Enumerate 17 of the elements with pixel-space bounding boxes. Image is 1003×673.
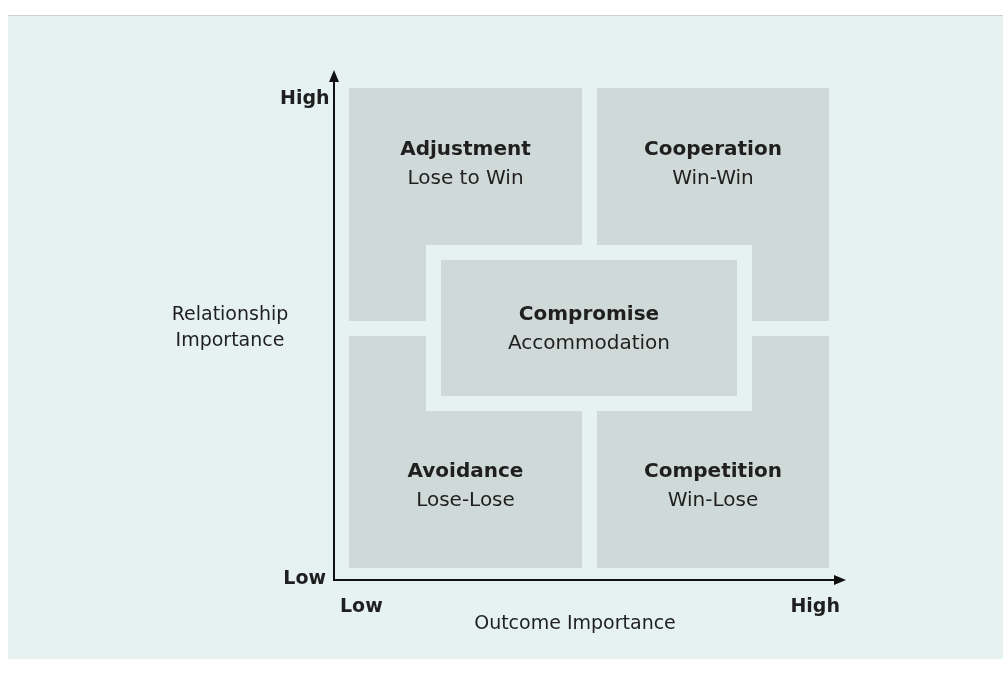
quadrant-box (441, 260, 737, 396)
axis-label: Low (282, 565, 326, 590)
quadrant-subtitle: Win-Lose (667, 486, 759, 513)
quadrant-subtitle: Win-Win (672, 164, 754, 191)
quadrant-title: Compromise (518, 300, 660, 327)
axis-label: High (789, 593, 840, 618)
quadrant-title: Cooperation (644, 135, 782, 162)
quadrant-title: Avoidance (407, 457, 524, 484)
axis-label: Relationship Importance (170, 301, 290, 352)
axis-label: High (280, 85, 326, 110)
quadrant-title: Adjustment (400, 135, 531, 162)
quadrant-subtitle: Lose to Win (407, 164, 524, 191)
quadrant-subtitle: Lose-Lose (416, 486, 515, 513)
axis-label: Outcome Importance (473, 610, 677, 635)
quadrant-title: Competition (644, 457, 782, 484)
axis-label: Low (340, 593, 384, 618)
quadrant-subtitle: Accommodation (508, 329, 670, 356)
